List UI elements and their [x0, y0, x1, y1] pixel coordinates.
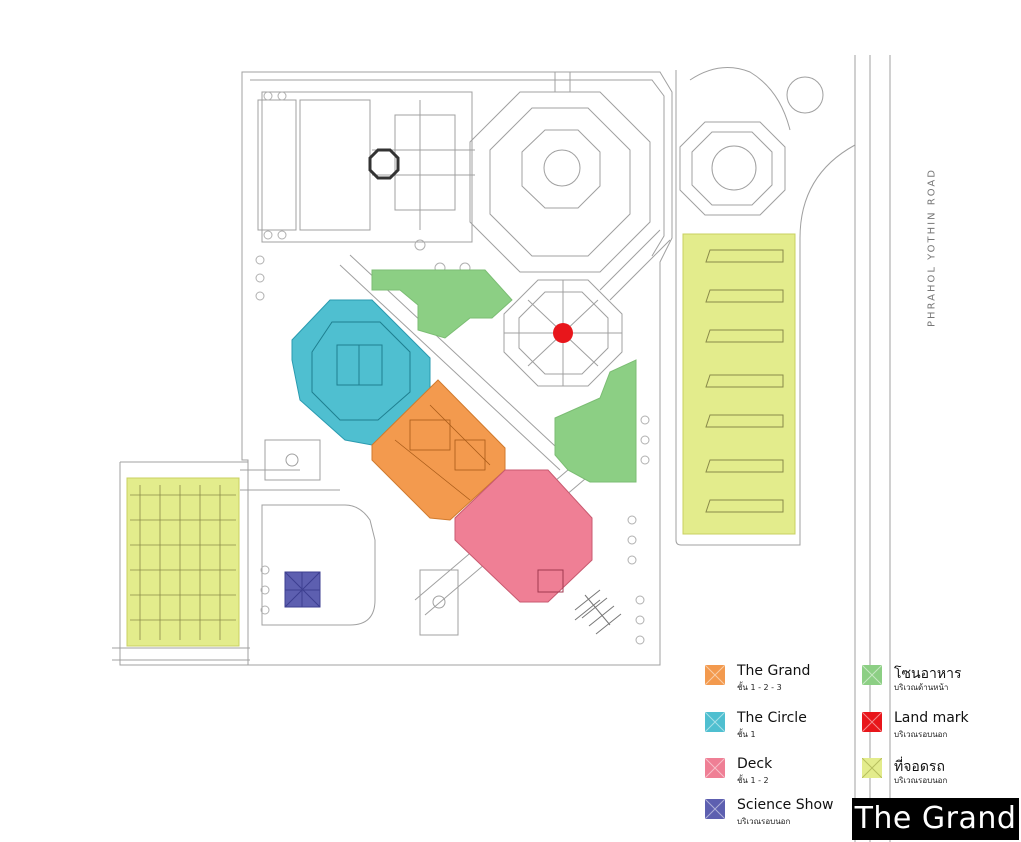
legend-subtitle: ชั้น 1 - 2: [737, 776, 769, 785]
legend-subtitle: บริเวณรอบนอก: [894, 776, 948, 785]
basketball-court: [264, 439, 321, 481]
legend-swatch-the-grand: [705, 665, 725, 685]
deck-area: [454, 469, 593, 603]
north-west-courtyard: [261, 91, 473, 243]
legend-swatch-parking: [862, 758, 882, 778]
legend-title: The Grand: [737, 663, 811, 679]
legend-subtitle: ชั้น 1 - 2 - 3: [737, 683, 782, 692]
food-zone-north: [371, 269, 513, 339]
legend-swatch-science-show: [705, 799, 725, 819]
octagon-hall: [469, 91, 651, 273]
the-grand-badge: The Grand: [852, 798, 1019, 840]
east-pavilion: [679, 121, 786, 216]
site-boundary: [241, 71, 673, 666]
legend-title: Deck: [737, 756, 773, 772]
legend-swatch-deck: [705, 758, 725, 778]
food-zone-east: [554, 359, 637, 483]
west-lot-boundary: [119, 461, 248, 666]
road-label: PHRAHOL YOTHIN ROAD: [926, 168, 938, 327]
legend-swatch-the-circle: [705, 712, 725, 732]
legend-swatch-food-zone: [862, 665, 882, 685]
landmark-marker: [553, 323, 573, 343]
legend-title: Land mark: [894, 710, 969, 726]
legend-title: Science Show: [737, 797, 834, 813]
food-zone-areas: [371, 269, 637, 483]
the-grand-area: [371, 379, 506, 521]
legend-swatch-landmark: [862, 712, 882, 732]
parking-east: [682, 233, 796, 535]
the-circle-area: [291, 299, 431, 446]
legend-subtitle: บริเวณด้านหน้า: [894, 683, 949, 692]
legend-subtitle: บริเวณรอบนอก: [894, 730, 948, 739]
science-show-area: [284, 571, 321, 608]
legend-subtitle: ชั้น 1: [737, 730, 756, 739]
landmark-octagon: [503, 279, 623, 387]
legend-subtitle: บริเวณรอบนอก: [737, 817, 791, 826]
legend-title: โซนอาหาร: [894, 666, 962, 682]
legend-title: ที่จอดรถ: [894, 759, 945, 775]
legend-title: The Circle: [737, 710, 807, 726]
parking-west: [126, 477, 240, 647]
